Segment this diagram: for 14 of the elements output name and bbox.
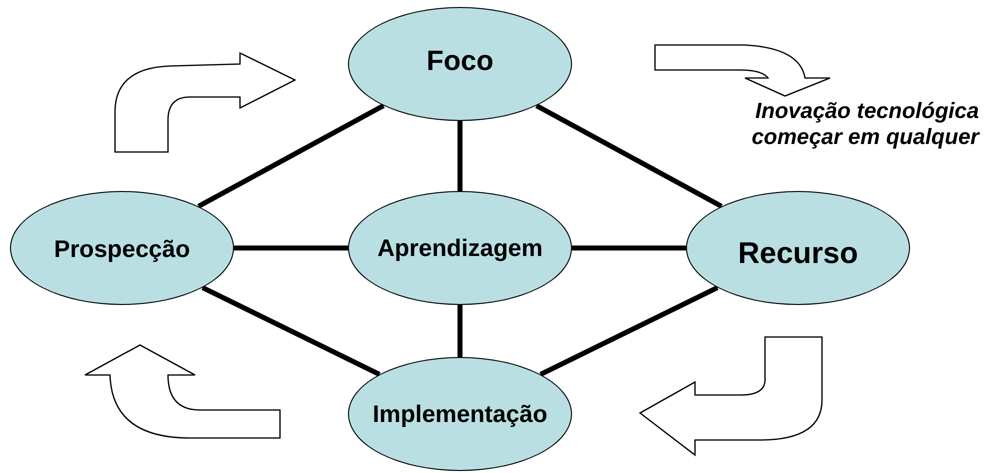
node-label: Implementação bbox=[372, 403, 548, 427]
node-label: Recurso bbox=[738, 239, 858, 269]
connector-line bbox=[234, 246, 348, 250]
connector-line bbox=[202, 285, 380, 377]
connector-line bbox=[458, 121, 462, 191]
node-label: Aprendizagem bbox=[377, 237, 543, 261]
connector-line bbox=[197, 103, 385, 209]
node-label: Prospecção bbox=[54, 238, 190, 262]
node-label: Foco bbox=[426, 47, 494, 75]
note-text: Inovação tecnológica começar em qualquer bbox=[750, 98, 979, 150]
connector-line bbox=[540, 285, 718, 377]
connector-line bbox=[458, 305, 462, 357]
connector-line bbox=[535, 103, 723, 209]
connector-line bbox=[572, 246, 686, 250]
